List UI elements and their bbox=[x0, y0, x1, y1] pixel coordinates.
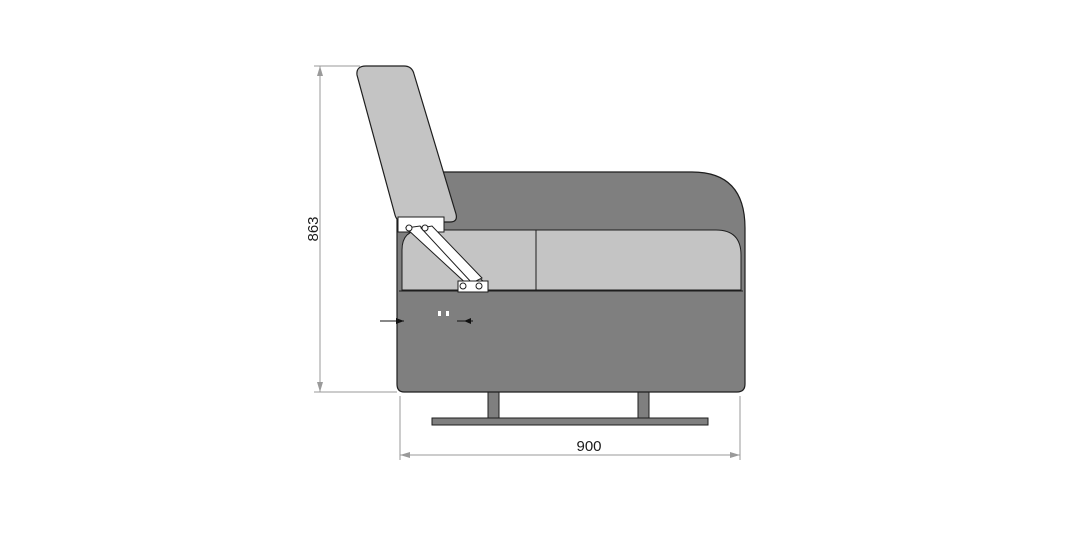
pivot-4 bbox=[475, 282, 483, 290]
height-dimension: 863 bbox=[305, 65, 397, 393]
marker-arrowhead-left bbox=[396, 318, 404, 324]
base-runner bbox=[431, 417, 709, 426]
marker-dot-2 bbox=[446, 311, 449, 316]
width-dimension: 900 bbox=[399, 396, 741, 460]
leg-rear bbox=[637, 391, 650, 419]
mechanism-arm-2 bbox=[420, 225, 483, 284]
marker-dot-1 bbox=[438, 311, 441, 316]
lift-mechanism bbox=[397, 216, 489, 293]
pivot-2 bbox=[421, 224, 429, 232]
mechanism-bottom-bracket bbox=[457, 280, 489, 293]
backrest bbox=[356, 65, 457, 223]
width-label: 900 bbox=[576, 438, 601, 455]
pivot-1 bbox=[405, 224, 413, 232]
pivot-3 bbox=[459, 282, 467, 290]
seat-cushion-rear bbox=[535, 229, 742, 291]
leg-front bbox=[487, 391, 500, 419]
height-label: 863 bbox=[305, 216, 322, 241]
marker-arrowhead-right bbox=[464, 318, 471, 324]
height-arrow-bottom bbox=[317, 382, 323, 392]
width-arrow-right bbox=[730, 452, 740, 458]
width-arrow-left bbox=[400, 452, 410, 458]
body-markers bbox=[380, 311, 473, 324]
base-frame bbox=[431, 391, 709, 426]
height-arrow-top bbox=[317, 66, 323, 76]
